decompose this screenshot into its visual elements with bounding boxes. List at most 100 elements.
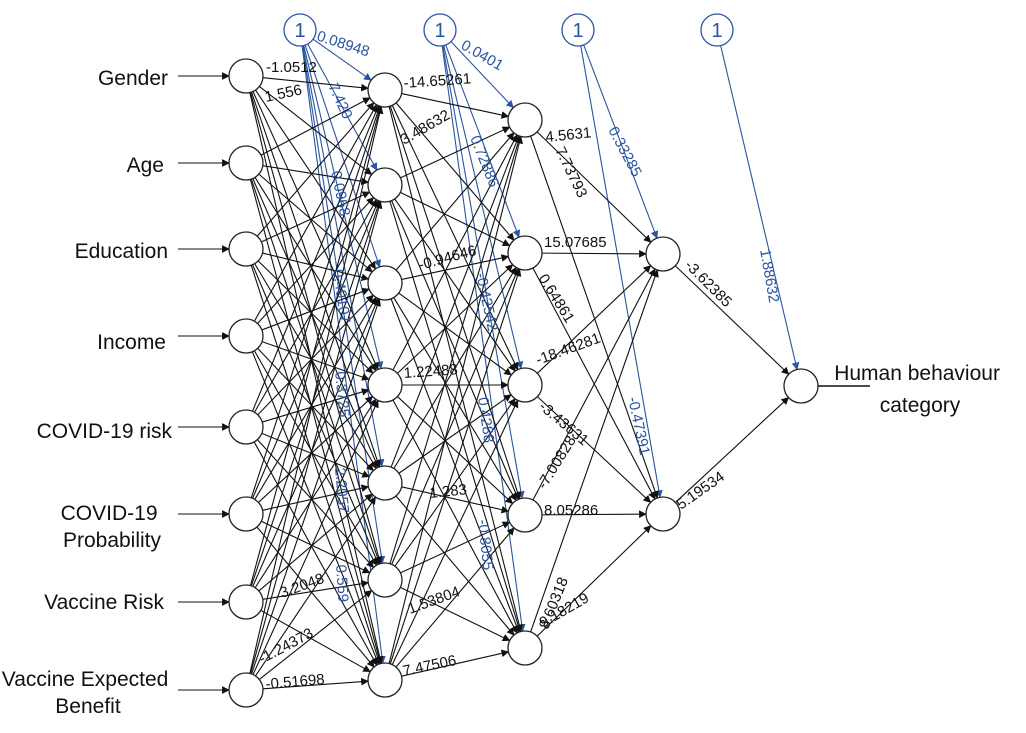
edge-in-h1-3-5 [254,263,377,470]
hidden2-node-5 [507,630,543,666]
weight-label-w-in1-h1-2: 1.556 [263,81,303,105]
weight-label-w-h2-2-h3-1: 15.07685 [544,234,607,251]
edge-h2-h3-4-1 [532,268,656,501]
weight-label-w-h1-7-h2-5: 7.47506 [401,652,458,680]
edge-in-h1-4-4 [261,341,370,381]
input-label-gender: Gender [98,67,168,90]
edge-in-h1-1-3 [255,89,376,270]
edge-in-h1-7-1 [249,105,383,586]
edge-h2-h3-4-2 [541,510,647,519]
edge-h2-h3-1-1 [536,131,652,243]
hidden1-node-3 [367,265,403,301]
edge-h1-h2-1-3 [391,105,519,371]
edge-h2-h3-5-1 [530,269,659,633]
edge-h2-h3-3-1 [536,265,652,374]
input-node-2 [228,145,264,181]
edge-in-h1-6-3 [254,296,377,500]
input-label-income: Income [97,331,166,354]
bias-weight-label-b1-h1-7: 0.559 [332,564,352,603]
edge-in-h1-8-6 [258,590,373,680]
edge-h2-h3-5-2 [536,525,652,637]
edge-in-h1-6-6 [261,520,371,574]
input-arrows [178,72,230,694]
edge-in-h1-8-3 [250,298,381,675]
bias-edge-h1-4 [303,45,384,370]
edge-h1-h2-4-4 [397,396,514,504]
edge-in-h1-7-6 [262,579,369,600]
edge-h1-h2-7-3 [391,399,519,665]
edge-h1-h2-1-2 [395,102,515,241]
bias-edges [301,38,800,664]
weight-label-w-h2-4-h3-2: 8.05286 [544,502,598,519]
edge-h1-h2-6-1 [389,135,522,564]
edge-in-h1-2-3 [258,173,373,273]
bias-node-label-1: 1 [294,20,305,42]
hidden3-node-1 [645,236,681,272]
edge-in-h1-2-4 [254,177,377,372]
edge-in-h1-4-7 [251,351,380,665]
bias-weight-label-b3-h3-1: 0.33285 [604,124,644,180]
edge-in-h1-1-5 [250,91,381,468]
edge-in-h1-1-6 [249,92,383,565]
edge-h1-h2-7-5 [401,649,510,677]
input-node-8 [228,672,264,708]
bias-weight-label-b2-h2-5: -0.8055 [474,519,496,571]
edge-h1-h2-6-2 [391,267,520,565]
bias-node-label-3: 1 [572,20,583,42]
output-node [783,368,819,404]
edge-in-h1-3-6 [252,264,380,566]
weight-label-w-in1-h1-1: -1.0512 [266,59,317,76]
weight-label-w-h2-2-h3-2: 0.64861 [535,271,578,326]
edge-in-h1-5-1 [251,105,380,412]
input-node-1 [228,58,264,94]
input-label-covid-probability: COVID-19 Probability [61,502,164,552]
weight-label-w-in8-h1-7: -0.51698 [265,671,325,693]
edge-in-h1-3-1 [256,102,375,237]
edge-h1-h2-5-1 [390,135,520,468]
weight-label-w-h2-4-h3-1: -7.00828 [534,433,580,492]
bias-edge-h2-3 [443,45,524,370]
bias-edge-h1-1 [312,38,372,81]
edge-in-h1-1-1 [262,77,369,92]
edge-in-h1-5-5 [261,432,370,478]
weight-label-w-h3-1-out: -3.62385 [681,257,735,311]
edge-in-h1-5-2 [253,199,378,413]
edge-in-h1-6-2 [252,199,380,499]
weight-label-w-h1-1-h2-1: -14.65261 [403,70,472,92]
edge-h1-h2-3-1 [395,132,515,271]
bias-weight-label-b2-h2-4: 0.4288 [474,396,497,444]
edge-h1-h2-5-3 [398,394,512,474]
hidden2-node-2 [507,235,543,271]
output-label: Human behaviour category [834,362,1006,417]
input-node-3 [228,231,264,267]
input-node-6 [228,496,264,532]
edge-h1-h2-5-2 [393,266,517,469]
hidden1-node-1 [367,72,403,108]
bias-node-3 [561,13,595,47]
edge-in-h1-4-1 [253,104,378,322]
edge-h1-h2-7-1 [388,135,523,664]
input-label-vaccine-risk: Vaccine Risk [44,591,164,614]
edge-h1-h2-3-2 [401,254,510,280]
edge-h3-out-1 [674,265,790,375]
edge-h1-h2-3-3 [398,292,512,376]
hidden2-node-3 [507,367,543,403]
edge-h3-out-2 [675,397,790,503]
edge-in-h1-8-1 [249,105,384,674]
input-label-vaccine-benefit: Vaccine Expected Benefit [2,668,174,718]
weight-label-w-h1-6-h2-5: 1.53804 [406,583,463,618]
bias-edge-h1-3 [304,44,382,268]
edge-in-h1-3-3 [262,252,370,282]
bias-node-label-2: 1 [434,20,445,42]
bias-edge-h2-4 [442,45,525,500]
edge-h1-h2-2-2 [400,191,511,247]
hidden2-node-4 [507,497,543,533]
edge-in-h1-3-2 [261,191,371,243]
input-node-4 [228,318,264,354]
input-label-education: Education [75,240,168,263]
edge-h1-h2-1-1 [401,93,510,119]
edge-h2-h3-2-1 [541,249,647,258]
hidden1-node-6 [367,562,403,598]
edge-in-h1-8-5 [255,496,376,677]
edge-in-h1-4-6 [253,350,378,566]
